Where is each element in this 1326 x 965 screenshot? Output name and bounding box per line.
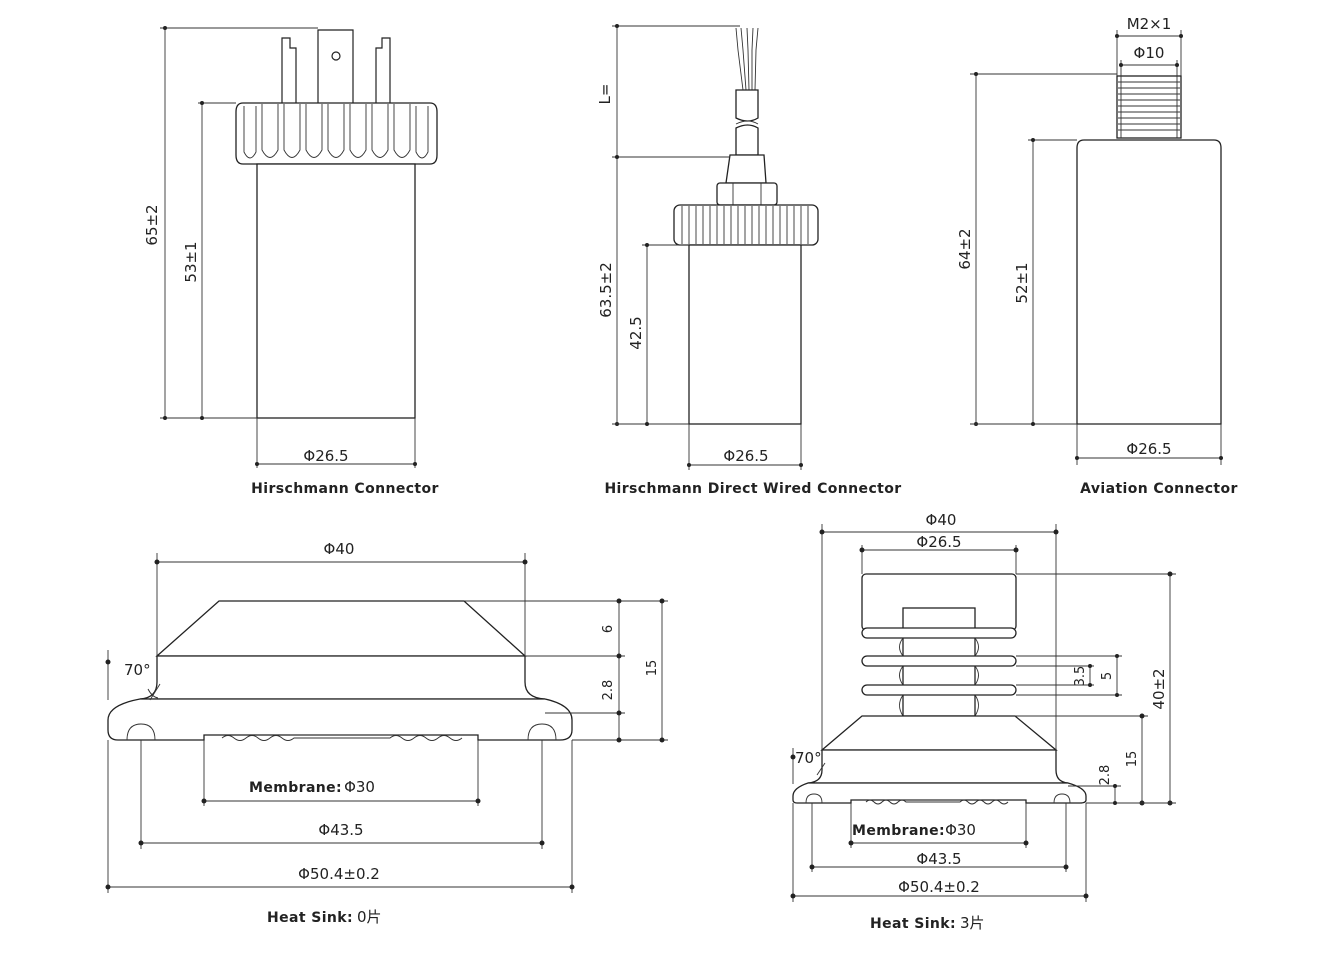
three-sink-angle-dim: 70° [795, 749, 822, 767]
flange-three-heat-sink-drawing [790, 524, 1176, 902]
no-sink-h6-dim: 6 [601, 625, 616, 633]
aviation-connector-drawing [970, 30, 1223, 465]
three-sink-15-dim: 15 [1125, 751, 1140, 768]
aviation-thread-dim: M2×1 [1127, 15, 1172, 33]
hirschmann-connector-drawing [160, 26, 438, 468]
hirschmann-total-dim: 65±2 [143, 204, 161, 245]
no-sink-membrane-label: Membrane:Φ30 [249, 778, 375, 796]
no-sink-h28-dim: 2.8 [601, 680, 616, 701]
direct-wired-diameter-dim: Φ26.5 [723, 447, 768, 465]
hirschmann-body-dim: 53±1 [182, 241, 200, 282]
aviation-total-dim: 64±2 [956, 228, 974, 269]
aviation-neck-dim: Φ10 [1134, 44, 1165, 62]
three-sink-heat-sink-label: Heat Sink:3片 [870, 914, 985, 932]
no-sink-504-dim: Φ50.4±0.2 [298, 865, 380, 883]
no-sink-angle-dim: 70° [124, 661, 151, 679]
no-sink-heat-sink-label: Heat Sink:0片 [267, 908, 382, 926]
direct-wired-connector-drawing [612, 24, 819, 470]
three-sink-5-dim: 5 [1100, 672, 1115, 680]
aviation-body-dim: 52±1 [1013, 262, 1031, 303]
direct-wired-caption: Hirschmann Direct Wired Connector [604, 481, 901, 497]
hirschmann-diameter-dim: Φ26.5 [303, 447, 348, 465]
aviation-diameter-dim: Φ26.5 [1126, 440, 1171, 458]
three-sink-membrane-label: Membrane:Φ30 [852, 821, 976, 839]
direct-wired-total-dim: 63.5±2 [597, 262, 615, 318]
no-sink-435-dim: Φ43.5 [318, 821, 363, 839]
no-sink-h15-dim: 15 [645, 660, 660, 677]
three-sink-435-dim: Φ43.5 [916, 850, 961, 868]
hirschmann-caption: Hirschmann Connector [251, 481, 439, 497]
flange-no-heat-sink-drawing [105, 553, 668, 893]
aviation-caption: Aviation Connector [1080, 481, 1238, 497]
three-sink-504-dim: Φ50.4±0.2 [898, 878, 980, 896]
three-sink-body-dia-dim: Φ26.5 [916, 533, 961, 551]
three-sink-top-dia-dim: Φ40 [926, 511, 957, 529]
three-sink-35-dim: 3.5 [1073, 666, 1088, 687]
direct-wired-body-dim: 42.5 [627, 316, 645, 349]
direct-wired-cable-dim: L= [596, 84, 614, 105]
no-sink-top-dia-dim: Φ40 [324, 540, 355, 558]
three-sink-40-dim: 40±2 [1150, 668, 1168, 709]
three-sink-28-dim: 2.8 [1098, 765, 1113, 786]
